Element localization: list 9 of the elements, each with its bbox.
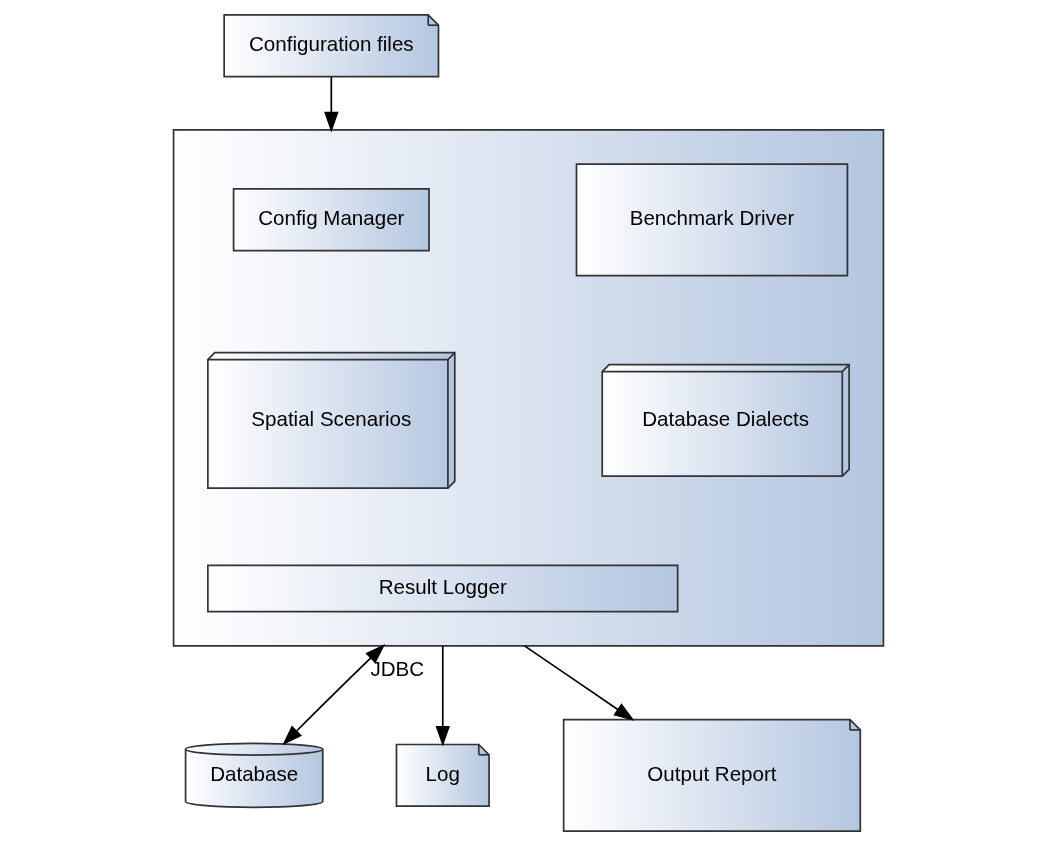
arrow [324, 76, 339, 133]
node-box: Result Logger [207, 564, 679, 613]
node-box: Benchmark Driver [575, 163, 849, 277]
arrow [523, 645, 635, 721]
node-box: Config Manager [232, 188, 430, 252]
cluster [172, 128, 885, 647]
arrow [282, 644, 386, 746]
edge-label: JDBC [370, 657, 425, 681]
arrow [435, 645, 450, 747]
